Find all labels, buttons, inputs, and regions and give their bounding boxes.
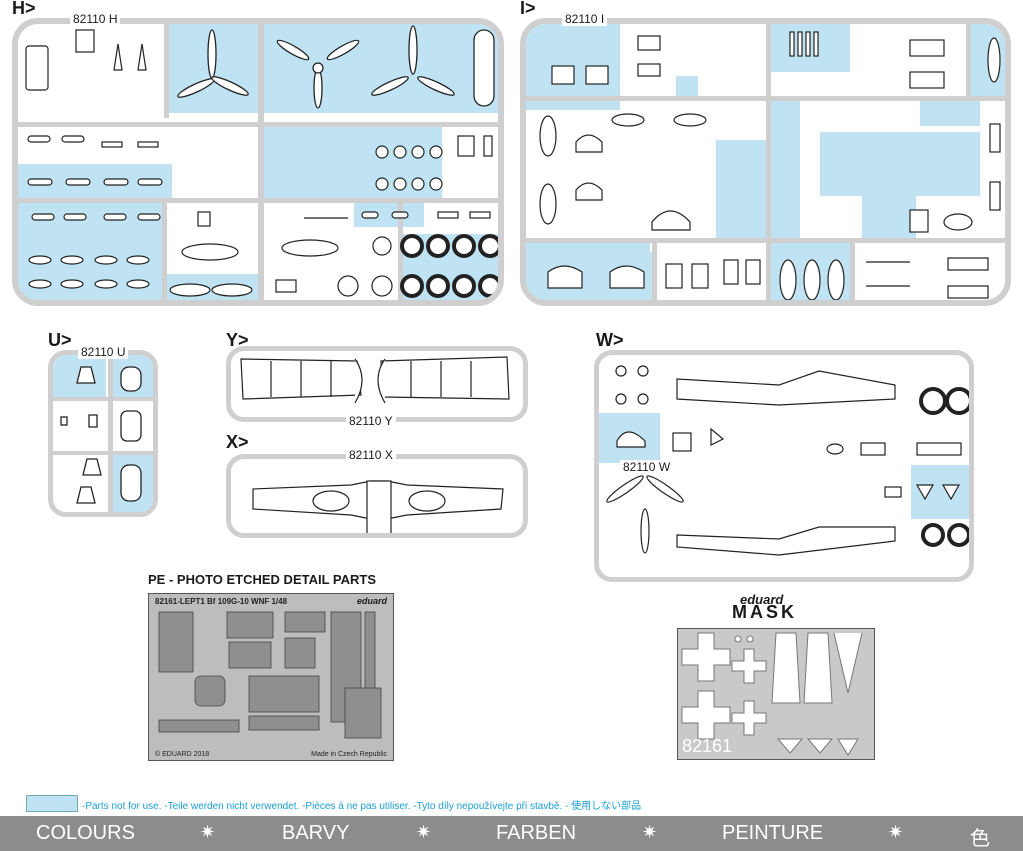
bar-item-farben: FARBEN [496, 822, 577, 844]
pe-section-title: PE - PHOTO ETCHED DETAIL PARTS [148, 572, 377, 587]
bar-item-barvy: BARVY [282, 822, 350, 844]
sprue-w-label: W> [596, 330, 624, 350]
mask-shapes [681, 632, 863, 756]
pe-fret: 82161-LEPT1 Bf 109G-10 WNF 1/48 eduard ©… [148, 593, 394, 761]
bar-separator-icon: ✷ [642, 822, 658, 842]
unused-parts-swatch [26, 795, 78, 812]
sprue-i-label: I> [520, 0, 536, 18]
sprue-u-parts [60, 366, 142, 504]
sprue-h-frame [12, 18, 504, 306]
sprue-x-frame [226, 454, 528, 538]
sprue-x-number: 82110 X [346, 448, 396, 462]
bar-item-japanese: 色 [970, 828, 990, 850]
sprue-y-number: 82110 Y [346, 414, 396, 428]
mask-title: MASK [732, 602, 797, 622]
unused-parts-legend: -Parts not for use. -Teile werden nicht … [82, 801, 642, 812]
sprue-h-number: 82110 H [70, 12, 121, 26]
sprue-i-number: 82110 I [562, 12, 608, 26]
bar-separator-icon: ✷ [416, 822, 432, 842]
sprue-u-label: U> [48, 330, 72, 350]
sprue-x-label: X> [226, 432, 249, 452]
pe-made-in: Made in Czech Republic [311, 751, 387, 758]
pe-brand: eduard [356, 596, 387, 606]
bar-separator-icon: ✷ [200, 822, 216, 842]
sprue-h-label: H> [12, 0, 36, 18]
pe-parts [158, 611, 382, 739]
bar-item-peinture: PEINTURE [722, 822, 824, 844]
sprue-i-frame [520, 18, 1011, 306]
sprue-y-frame [226, 346, 528, 422]
bar-item-colours: COLOURS [36, 822, 135, 844]
wing-halves [240, 356, 510, 404]
bar-separator-icon: ✷ [888, 822, 904, 842]
propeller-blades-group [177, 25, 495, 109]
pe-fret-header: 82161-LEPT1 Bf 109G-10 WNF 1/48 [155, 597, 288, 606]
mask-number: 82161 [682, 736, 733, 756]
small-parts-group [25, 29, 498, 298]
lower-wing [252, 480, 504, 533]
sprue-w-number: 82110 W [620, 460, 674, 474]
fuselage-halves [606, 365, 969, 556]
mask-brand: eduard [740, 592, 784, 607]
sprue-i-parts-group [539, 31, 1001, 300]
sprue-u-number: 82110 U [78, 345, 129, 359]
sprue-u-frame [48, 350, 158, 517]
colour-section-bar: COLOURS ✷ BARVY ✷ FARBEN ✷ PEINTURE ✷ 色 [0, 816, 1023, 851]
mask-sheet: 82161 [677, 628, 875, 760]
pe-copyright: © EDUARD 2018 [155, 751, 210, 758]
sprue-y-label: Y> [226, 330, 249, 350]
